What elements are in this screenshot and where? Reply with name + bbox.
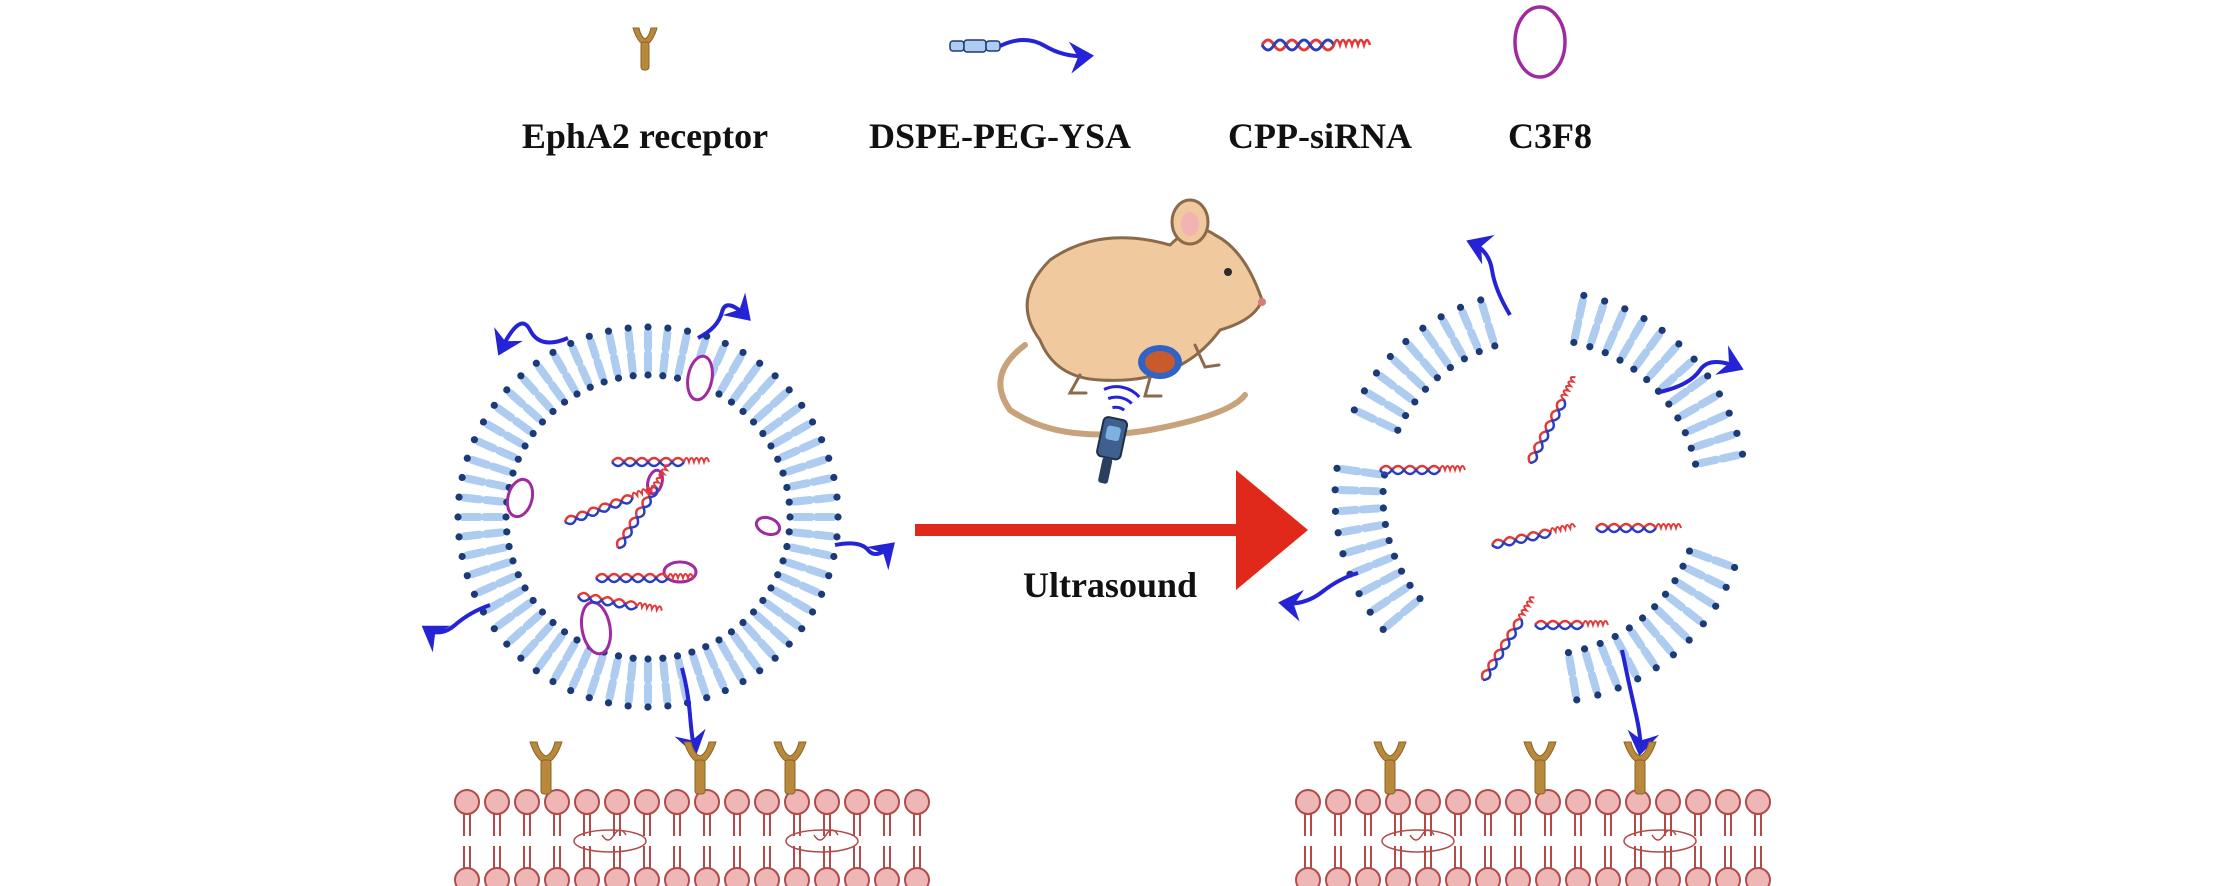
dspe-peg-ysa: [834, 541, 895, 571]
ephA2-receptor: [773, 741, 807, 795]
cpp-sirna: [1527, 376, 1577, 465]
legend-gas-label: C3F8: [1508, 116, 1592, 156]
cpp-sirna-icon: [1260, 38, 1372, 52]
ephA2-receptor: [529, 741, 563, 795]
cpp-sirna: [615, 464, 670, 550]
c3f8-bubble: [686, 354, 714, 402]
legend-receptor-label: EphA2 receptor: [522, 116, 768, 156]
ruptured-nanobubble: [1278, 235, 1747, 756]
mouse-icon: [997, 198, 1266, 438]
legend: EphA2 receptor DSPE-PEG-YSA CPP-siRNA C3…: [522, 5, 1592, 156]
dspe-peg-ysa: [421, 603, 491, 653]
c3f8-bubble: [579, 600, 613, 656]
cpp-sirna: [1595, 522, 1682, 534]
ephA2-receptor: [1373, 741, 1407, 795]
cpp-sirna: [611, 456, 710, 468]
c3f8-bubble-icon: [1513, 5, 1567, 79]
intact-nanobubble: [421, 292, 895, 756]
dspe-peg-ysa: [697, 292, 751, 340]
internalized-cargo: [1623, 829, 1697, 853]
cpp-sirna: [1534, 619, 1609, 631]
dspe-peg-ysa: [1466, 235, 1512, 317]
cpp-sirna: [1379, 464, 1466, 476]
ephA2-receptor: [683, 741, 717, 795]
ephA2-receptor: [1523, 741, 1557, 795]
cell-membrane-right: [1295, 741, 1771, 886]
cpp-sirna: [1490, 522, 1577, 549]
ultrasound-probe-icon: [1096, 385, 1141, 484]
ultrasound-label: Ultrasound: [1023, 565, 1197, 605]
dspe-peg-ysa: [494, 321, 569, 356]
ephA2-receptor: [1623, 741, 1657, 795]
internalized-cargo: [785, 829, 859, 853]
legend-cpp-label: CPP-siRNA: [1228, 116, 1412, 156]
receptor-icon: [632, 27, 658, 71]
internalized-cargo: [1381, 829, 1455, 853]
cpp-sirna: [1480, 596, 1535, 682]
dspe-peg-ysa: [1620, 649, 1660, 756]
cpp-sirna: [595, 572, 694, 584]
dspe-peg-ysa: [1278, 571, 1359, 622]
legend-dspe-label: DSPE-PEG-YSA: [869, 116, 1131, 156]
internalized-cargo: [573, 829, 647, 853]
c3f8-bubble: [754, 515, 782, 537]
dspe-peg-ysa-icon: [949, 38, 1094, 74]
dspe-peg-ysa: [1659, 345, 1744, 394]
c3f8-bubble: [505, 477, 535, 519]
cpp-sirna: [576, 591, 663, 614]
dspe-peg-ysa: [674, 667, 706, 756]
cell-membrane-left: [454, 741, 930, 886]
